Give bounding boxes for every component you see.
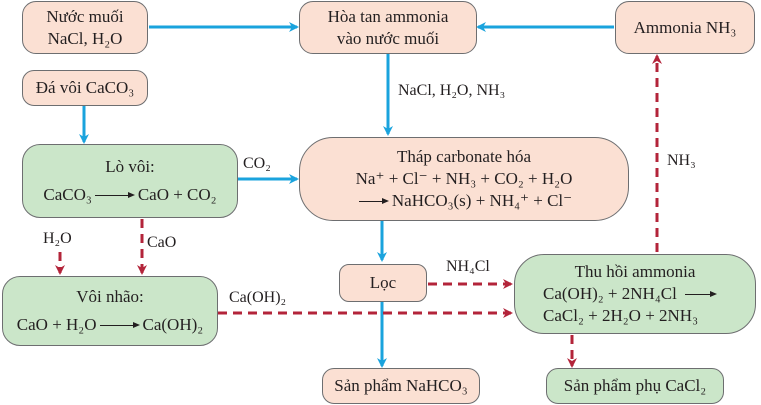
node-byproduct-cacl2: Sản phẩm phụ CaCl₂ [546, 368, 724, 404]
node-tower-line2: NaHCO₃(s) + NH₄⁺ + Cl⁻ [356, 190, 572, 212]
edge-label-cao: CaO [147, 234, 177, 251]
node-slaked-lime-title: Vôi nhão: [76, 287, 144, 306]
node-recovery-line2: CaCl₂ + 2H₂O + 2NH₃ [543, 306, 699, 325]
edge-label-nh4cl: NH₄Cl [446, 258, 490, 275]
slaked-lime-reactants: CaO + H₂O [16, 315, 97, 334]
node-recovery-line1: Ca(OH)₂ + 2NH₄Cl [543, 283, 720, 305]
node-kiln-title: Lò vôi: [105, 157, 155, 176]
reaction-arrow-icon [684, 291, 717, 299]
node-slaked-lime-equation: CaO + H₂O Ca(OH)₂ [17, 314, 203, 336]
node-brine-line2: NaCl, H₂O [47, 28, 123, 48]
node-limestone-label: Đá vôi CaCO₃ [35, 78, 135, 97]
node-slaked-lime: Vôi nhão: CaO + H₂O Ca(OH)₂ [2, 276, 218, 346]
node-kiln-equation: CaCO₃ CaO + CO₂ [43, 184, 216, 206]
node-dissolve: Hòa tan ammonia vào nước muối [299, 1, 477, 54]
slaked-lime-products: Ca(OH)₂ [142, 315, 204, 334]
node-dissolve-line2: vào nước muối [336, 28, 440, 48]
kiln-reactant: CaCO₃ [43, 185, 92, 204]
node-limestone: Đá vôi CaCO₃ [22, 70, 148, 106]
reaction-arrow-icon [94, 192, 135, 200]
node-byproduct-label: Sản phẩm phụ CaCl₂ [563, 376, 707, 395]
edge-label-to-tower: NaCl, H₂O, NH₃ [398, 82, 506, 99]
node-ammonia-label: Ammonia NH₃ [633, 17, 737, 37]
node-ammonia: Ammonia NH₃ [615, 1, 755, 54]
node-brine-line1: Nước muối [46, 6, 124, 26]
edge-label-nh3-up: NH₃ [667, 152, 696, 169]
recovery-reactants: Ca(OH)₂ + 2NH₄Cl [543, 284, 677, 303]
node-carbonation-tower: Tháp carbonate hóa Na⁺ + Cl⁻ + NH₃ + CO₂… [299, 137, 629, 221]
node-product-nahco3: Sản phẩm NaHCO₃ [322, 368, 480, 404]
reaction-arrow-icon [99, 322, 140, 330]
node-filter: Lọc [339, 264, 427, 302]
node-brine: Nước muối NaCl, H₂O [22, 1, 148, 54]
node-kiln: Lò vôi: CaCO₃ CaO + CO₂ [22, 144, 238, 218]
edge-label-h2o: H₂O [43, 230, 72, 247]
edge-label-caoh2: Ca(OH)₂ [229, 289, 287, 306]
node-ammonia-recovery: Thu hồi ammonia Ca(OH)₂ + 2NH₄Cl CaCl₂ +… [514, 254, 756, 334]
tower-products: NaHCO₃(s) + NH₄⁺ + Cl⁻ [391, 191, 573, 210]
node-filter-label: Lọc [369, 273, 397, 292]
node-recovery-title: Thu hồi ammonia [574, 262, 696, 281]
node-tower-line1: Na⁺ + Cl⁻ + NH₃ + CO₂ + H₂O [355, 169, 573, 188]
edge-label-co2: CO₂ [243, 155, 271, 172]
node-tower-title: Tháp carbonate hóa [396, 147, 532, 166]
kiln-products: CaO + CO₂ [137, 185, 217, 204]
reaction-arrow-icon [358, 198, 389, 206]
node-product-label: Sản phẩm NaHCO₃ [334, 376, 468, 395]
node-dissolve-line1: Hòa tan ammonia [327, 6, 449, 26]
